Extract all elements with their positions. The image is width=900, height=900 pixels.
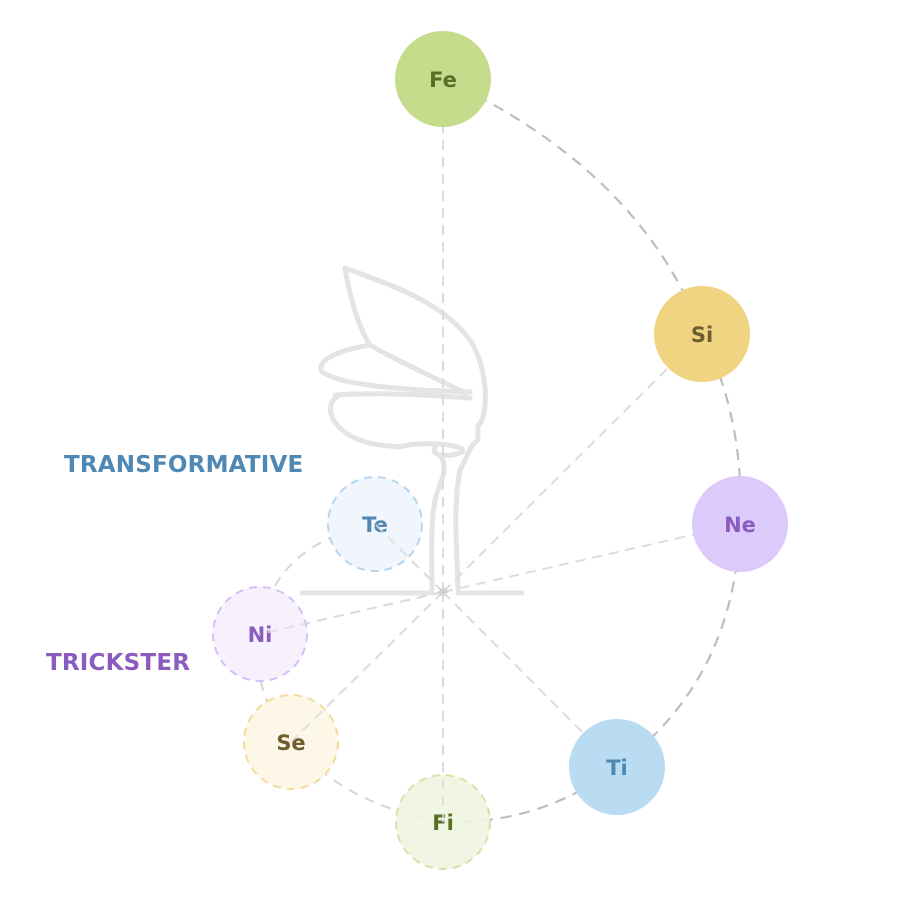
node-ti: Ti: [569, 719, 665, 815]
node-ne: Ne: [692, 476, 788, 572]
node-circle-fe: [395, 31, 491, 127]
node-label-fi: Fi: [432, 811, 454, 835]
inner-arc: [257, 523, 444, 823]
spoke-overlay-ni: [259, 591, 444, 635]
trickster-label: TRICKSTER: [46, 650, 191, 676]
node-circle-te: [327, 476, 423, 572]
node-label-fe: Fe: [429, 68, 457, 92]
spoke-overlay-se: [290, 591, 444, 743]
node-label-si: Si: [691, 323, 713, 347]
node-label-ti: Ti: [606, 756, 628, 780]
node-circle-ne: [692, 476, 788, 572]
transformative-label: TRANSFORMATIVE: [64, 452, 304, 478]
outer-arc: [442, 78, 742, 824]
watermark-logo-icon: [299, 265, 525, 596]
center-point: [438, 587, 448, 597]
node-te: Te: [327, 476, 423, 572]
node-fe: Fe: [395, 31, 491, 127]
node-label-ni: Ni: [248, 623, 273, 647]
node-label-se: Se: [276, 731, 305, 755]
spoke-si: [442, 333, 703, 593]
center-asterisk-stroke: [438, 587, 448, 597]
node-label-te: Te: [362, 513, 388, 537]
connector-lines: [257, 78, 742, 824]
node-si: Si: [654, 286, 750, 382]
node-label-ne: Ne: [724, 513, 756, 537]
node-circle-ti: [569, 719, 665, 815]
node-circle-si: [654, 286, 750, 382]
